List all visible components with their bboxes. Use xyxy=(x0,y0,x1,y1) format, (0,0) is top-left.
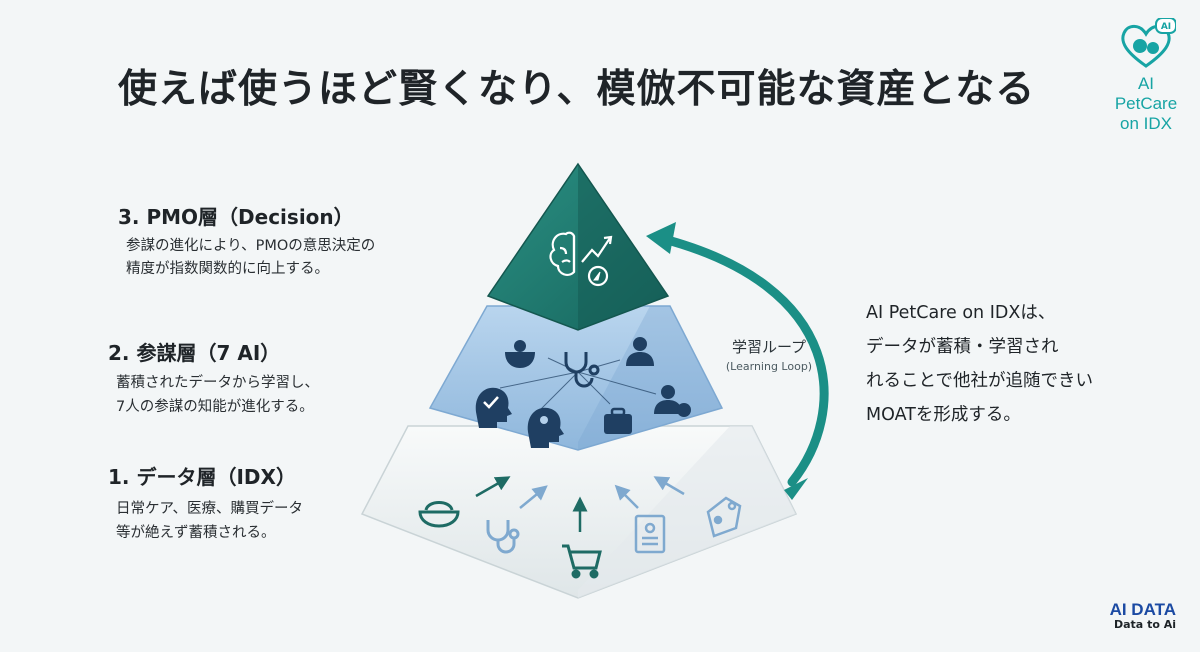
layer-3-title: 3. PMO層（Decision） xyxy=(118,205,354,229)
brand-line-3: on IDX xyxy=(1120,114,1172,133)
brain-growth-icon xyxy=(549,231,613,287)
moat-description: AI PetCare on IDXは、 データが蓄積・学習され れることで他社が… xyxy=(866,296,1093,432)
learning-loop-subtitle: (Learning Loop) xyxy=(725,360,813,373)
moat-line-3: れることで他社が追随できい xyxy=(866,371,1093,391)
stethoscope-icon xyxy=(564,352,600,388)
medical-record-icon xyxy=(634,514,666,554)
learning-loop-arrow xyxy=(646,222,829,500)
briefcase-icon xyxy=(604,407,632,434)
layer-1-desc-line-2: 等が絶えず蓄積される。 xyxy=(116,525,276,541)
layer-2-desc-line-1: 蓄積されたデータから学習し、 xyxy=(116,375,319,391)
learning-loop-title: 学習ループ xyxy=(731,338,807,356)
layer-2-title: 2. 参謀層（7 AI） xyxy=(108,341,281,365)
head-paw-icon xyxy=(527,407,564,448)
bowl-icon xyxy=(505,340,535,368)
head-check-icon xyxy=(475,387,512,428)
moat-line-2: データが蓄積・学習され xyxy=(866,337,1059,357)
shopping-cart-icon xyxy=(562,544,602,579)
brand-badge: AI xyxy=(1161,22,1171,32)
layer-1-title: 1. データ層（IDX） xyxy=(108,465,296,489)
layer-3-desc-line-2: 精度が指数関数的に向上する。 xyxy=(126,261,329,277)
businessman-icon xyxy=(626,337,654,366)
footer-tagline: Data to Ai xyxy=(1114,618,1176,631)
footer-logo-text: AI DATA xyxy=(1109,600,1176,619)
person-ai-icon xyxy=(654,385,691,417)
layer-2-desc-line-2: 7人の参謀の知能が進化する。 xyxy=(116,399,314,415)
moat-line-1: AI PetCare on IDXは、 xyxy=(866,303,1056,323)
pyramid-tier-pmo xyxy=(486,162,670,331)
brand-line-2: PetCare xyxy=(1114,94,1178,113)
data-icons xyxy=(418,476,742,579)
pet-tag-icon xyxy=(706,496,742,538)
learning-loop-label: 学習ループ (Learning Loop) xyxy=(704,336,834,373)
footer-logo: AI DATA Data to Ai xyxy=(1110,600,1176,631)
page-title: 使えば使うほど賢くなり、模倣不可能な資産となる xyxy=(118,67,1036,112)
pet-food-bowl-icon xyxy=(418,501,460,528)
stethoscope-icon xyxy=(486,520,520,554)
layer-1-desc-line-1: 日常ケア、医療、購買データ xyxy=(116,501,304,517)
advisor-icons xyxy=(475,337,691,448)
brand-logo: AI AI PetCare on IDX xyxy=(1106,17,1186,134)
pet-heart-logo-icon: AI xyxy=(1121,17,1177,68)
moat-line-4: MOATを形成する。 xyxy=(866,405,1021,425)
brand-line-1: AI xyxy=(1137,74,1155,93)
layer-3-desc-line-1: 参謀の進化により、PMOの意思決定の xyxy=(126,238,376,254)
